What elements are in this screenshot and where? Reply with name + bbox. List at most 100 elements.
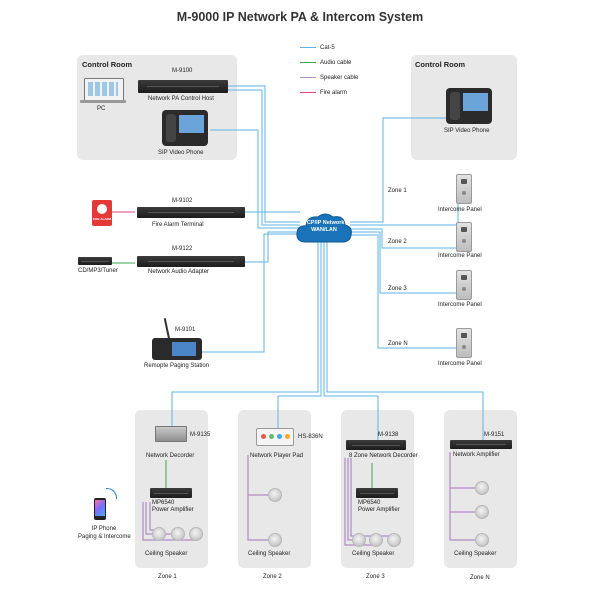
zone1-amp-icon xyxy=(150,488,192,498)
wire-host-2 xyxy=(225,89,300,226)
wire-audio-adapter xyxy=(245,231,300,263)
zone3-label: Zone 3 xyxy=(366,574,385,580)
legend-item: Cat-5 xyxy=(300,45,358,60)
sip-phone-left-icon xyxy=(162,110,208,146)
zone3-amp-model: MP6540 xyxy=(358,500,381,506)
zone1-amp-model: MP6540 xyxy=(152,500,175,506)
fire-alarm-icon: FIRE ALARM xyxy=(92,200,112,226)
zone2-speaker-icon xyxy=(268,533,282,547)
zone1-speaker-icon xyxy=(152,527,166,541)
zoneN-label: Zone N xyxy=(470,575,490,581)
network-cloud-icon xyxy=(296,213,352,243)
zone3-device-label: 8 Zone Network Decorder xyxy=(349,453,418,459)
zone3-device-model: M-9138 xyxy=(378,432,399,438)
zone1-speaker-icon xyxy=(189,527,203,541)
fire-terminal-rack-icon xyxy=(137,207,245,218)
pc-icon xyxy=(84,78,124,102)
audio-adapter-label: Network Audio Adapter xyxy=(148,269,210,275)
legend-label: Fire alarm xyxy=(320,90,348,96)
cd-player-icon xyxy=(78,257,112,265)
wire-phone-left xyxy=(210,129,300,229)
intercom-zone3-label: Zone 3 xyxy=(388,286,407,292)
intercom-panel-2-icon xyxy=(456,222,472,252)
pc-label: PC xyxy=(97,106,106,112)
host-model: M-9100 xyxy=(172,68,193,74)
intercom-zoneN-label: Zone N xyxy=(388,341,408,347)
zone3-speaker-icon xyxy=(369,533,383,547)
intercom-panel-3-icon xyxy=(456,270,472,300)
intercom-panel-3-label: Intercome Panel xyxy=(438,302,482,308)
ip-phone-label-line1: IP Phone xyxy=(91,526,117,532)
intercom-panel-n-label: Intercome Panel xyxy=(438,361,482,367)
ip-phone-label-line2: Paging & Intercome xyxy=(78,534,131,540)
intercom-panel-1-icon xyxy=(456,174,472,204)
zoneN-device-label: Network Amplifier xyxy=(453,452,500,458)
intercom-zone2-label: Zone 2 xyxy=(388,239,407,245)
ip-phone-label: IP Phone Paging & Intercome xyxy=(78,525,131,541)
zone1-device-label: Network Decorder xyxy=(146,453,195,459)
intercom-zone1-label: Zone 1 xyxy=(388,188,407,194)
zoneN-speaker-icon xyxy=(475,505,489,519)
wire-intercom-3 xyxy=(350,231,458,294)
ip-phone-icon xyxy=(94,498,106,520)
intercom-panel-2-label: Intercome Panel xyxy=(438,253,482,259)
wire-phone-right xyxy=(350,117,446,223)
pc-keyboard xyxy=(80,100,126,103)
zone2-speaker-label: Ceiling Speaker xyxy=(248,551,291,557)
intercom-panel-n-icon xyxy=(456,328,472,358)
audio-adapter-rack-icon xyxy=(137,256,245,267)
control-room-left-panel xyxy=(77,55,237,160)
zone2-label: Zone 2 xyxy=(263,574,282,580)
wire-zone1 xyxy=(171,236,319,428)
paging-station-model: M-9101 xyxy=(175,327,196,333)
zone2-player-pad-icon xyxy=(256,428,294,446)
zone1-label: Zone 1 xyxy=(158,574,177,580)
wire-zone3 xyxy=(323,236,379,440)
zoneN-amp-icon xyxy=(450,440,512,449)
zone1-amp-label: Power Amplifier xyxy=(152,507,194,513)
wire-host xyxy=(225,85,300,223)
audio-adapter-model: M-9122 xyxy=(172,246,193,252)
intercom-panel-1-label: Intercome Panel xyxy=(438,207,482,213)
sip-phone-left-label: SIP Video Phone xyxy=(158,150,204,156)
host-rack-icon xyxy=(138,80,228,93)
wire-zoneN xyxy=(326,236,484,440)
control-room-left-title: Control Room xyxy=(82,60,132,69)
zone2-speaker-icon xyxy=(268,488,282,502)
sip-phone-right-label: SIP Video Phone xyxy=(444,128,490,134)
zone3-speaker-icon xyxy=(352,533,366,547)
control-room-right-title: Control Room xyxy=(415,60,465,69)
legend-label: Speaker cable xyxy=(320,75,359,81)
cloud-label-line1: TCP/IP Network xyxy=(303,220,345,226)
zoneN-speaker-icon xyxy=(475,481,489,495)
zone2-device-model: HS-836N xyxy=(298,434,323,440)
diagram-title: M-9000 IP Network PA & Intercom System xyxy=(176,10,424,24)
cd-player-label: CD/MP3/Tuner xyxy=(78,268,118,274)
wire-intercom-2 xyxy=(350,228,458,249)
cloud-label-line2: WAN/LAN xyxy=(311,227,337,233)
zone3-amp-icon xyxy=(356,488,398,498)
zone3-amp-label: Power Amplifier xyxy=(358,507,400,513)
legend-item: Audio cable xyxy=(300,60,358,75)
zoneN-speaker-icon xyxy=(475,533,489,547)
host-label: Network PA Control Host xyxy=(148,96,214,102)
paging-station-icon xyxy=(152,338,202,360)
zoneN-device-model: M-9151 xyxy=(484,432,505,438)
fire-terminal-label: Fire Alarm Terminal xyxy=(152,222,204,228)
legend-label: Audio cable xyxy=(320,60,352,66)
legend-item: Fire alarm xyxy=(300,90,358,105)
zone3-decoder-icon xyxy=(346,440,406,450)
legend: Cat-5 Audio cable Speaker cable Fire ala… xyxy=(300,45,358,105)
paging-station-label: Remopte Paging Station xyxy=(144,363,210,369)
zone1-device-model: M-9135 xyxy=(190,432,211,438)
zoneN-speaker-label: Ceiling Speaker xyxy=(454,551,497,557)
zone2-device-label: Network Player Pad xyxy=(250,453,304,459)
legend-label: Cat-5 xyxy=(320,45,335,51)
zone3-speaker-icon xyxy=(387,533,401,547)
fire-terminal-model: M-9102 xyxy=(172,198,193,204)
cloud-label: TCP/IP Network WAN/LAN xyxy=(294,220,354,234)
wire-zone2 xyxy=(277,236,322,428)
zone1-decoder-icon xyxy=(155,426,187,442)
wire-intercom-n xyxy=(350,234,458,349)
